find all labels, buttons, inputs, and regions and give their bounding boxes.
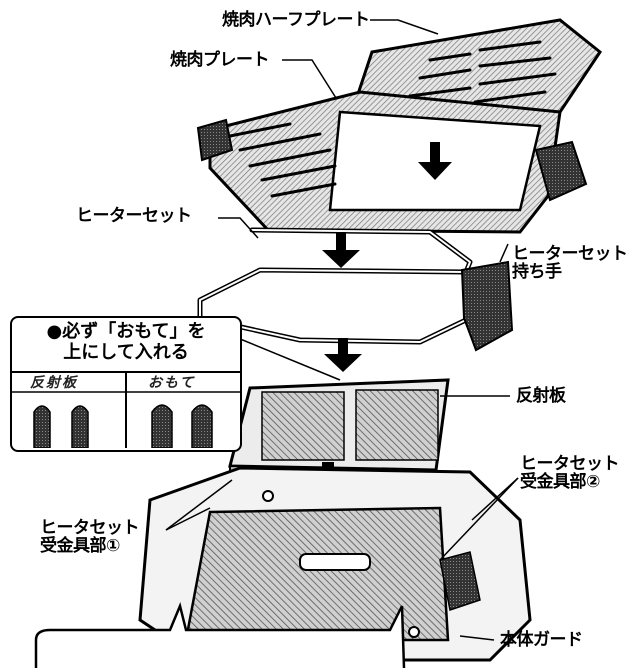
reflector-illustration: [228, 378, 450, 484]
label-bracket-1: ヒータセット 受金具部①: [40, 518, 140, 556]
label-body-guard: 本体ガード: [500, 630, 583, 650]
arrow-to-heater: [322, 232, 360, 268]
heater-handle-block: [460, 260, 514, 352]
label-bracket-2: ヒータセット 受金具部②: [520, 454, 620, 492]
label-heater-handle: ヒーターセット 持ち手: [512, 244, 628, 282]
lower-callout-bubble: [34, 602, 406, 668]
label-half-plate: 焼肉ハーフプレート: [222, 10, 370, 30]
note-illustration: [12, 371, 240, 448]
label-reflector: 反射板: [516, 386, 566, 406]
plate-illustration: [196, 90, 588, 234]
label-plate: 焼肉プレート: [170, 50, 270, 70]
note-right-tab-label: おもて: [148, 375, 196, 391]
note-text: ●必ず「おもて」を 上にして入れる: [46, 321, 206, 363]
note-left-tab-label: 反射板: [30, 375, 78, 391]
label-heater-set: ヒーターセット: [76, 206, 192, 226]
arrow-to-reflector: [324, 338, 362, 372]
leader-lines: [165, 19, 519, 641]
heater-set-illustration: [197, 227, 473, 345]
note-callout: ●必ず「おもて」を 上にして入れる 反射板 おもて: [10, 316, 242, 452]
body-illustration: [138, 466, 532, 662]
